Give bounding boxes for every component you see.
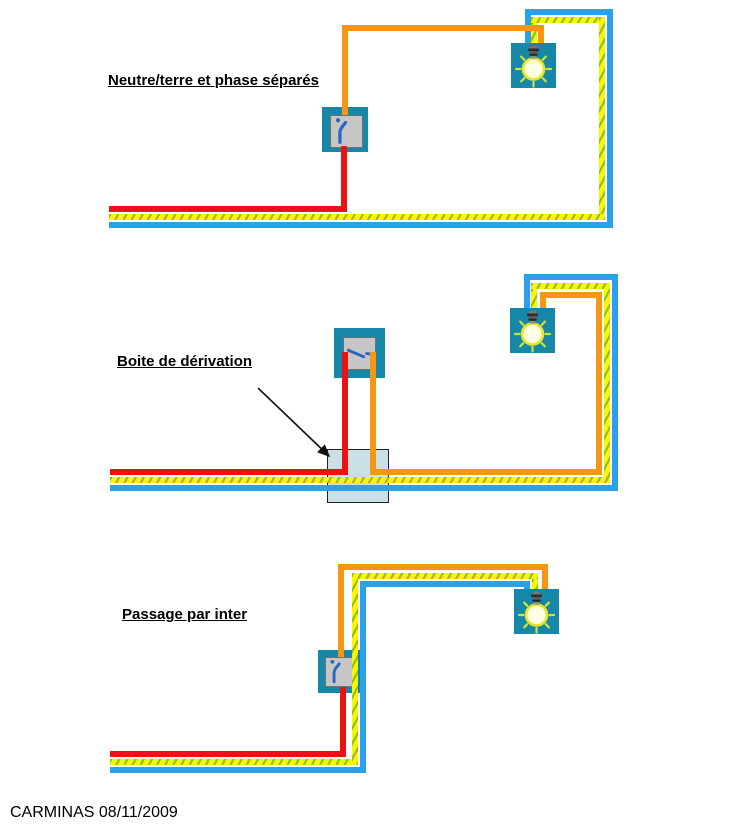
diagram1-title: Neutre/terre et phase séparés — [108, 72, 319, 89]
switched-phase-wire-segment — [370, 469, 602, 475]
earth-wire-segment — [532, 579, 538, 589]
earth-wire-segment — [352, 573, 358, 765]
phase-wire-segment — [341, 146, 347, 212]
bulb-screw-cap — [528, 45, 539, 59]
neutral-wire-segment — [524, 274, 618, 280]
switched-phase-wire-segment — [542, 570, 548, 589]
switched-phase-wire-segment — [338, 564, 548, 570]
lamp-device — [514, 589, 559, 634]
bulb-rays — [513, 320, 552, 353]
phase-wire-segment — [109, 206, 347, 212]
lamp-icon — [511, 43, 556, 88]
switched-phase-wire-segment — [596, 292, 602, 475]
bulb-screw-cap — [527, 310, 538, 324]
phase-wire-segment — [342, 352, 348, 475]
phase-wire-segment — [110, 751, 346, 757]
arrow-icon — [257, 387, 331, 458]
phase-wire-segment — [110, 469, 348, 475]
earth-wire-segment — [352, 573, 538, 579]
bulb-rays — [514, 55, 553, 88]
footer-credit: CARMINAS 08/11/2009 — [10, 804, 178, 821]
neutral-wire-segment — [524, 280, 530, 308]
earth-wire-segment — [599, 17, 605, 220]
neutral-wire-segment — [612, 274, 618, 491]
earth-wire-segment — [604, 283, 610, 483]
phase-wire-segment — [340, 687, 346, 757]
switch-device — [322, 107, 368, 152]
earth-wire-segment — [531, 289, 537, 308]
switched-phase-wire-segment — [338, 570, 344, 657]
lamp-device — [510, 308, 555, 353]
bulb-rays — [517, 601, 556, 634]
earth-wire-segment — [110, 759, 358, 765]
switched-phase-wire-segment — [342, 31, 348, 115]
neutral-wire-segment — [360, 581, 366, 773]
neutral-wire-segment — [110, 485, 618, 491]
neutral-wire-segment — [109, 222, 613, 228]
lamp-icon — [510, 308, 555, 353]
switch-icon — [330, 659, 341, 684]
junction-box — [327, 449, 389, 503]
earth-wire-segment — [110, 477, 610, 483]
switched-phase-wire-segment — [540, 298, 546, 308]
diagram3-title: Passage par inter — [122, 606, 248, 623]
neutral-wire-segment — [525, 9, 613, 15]
switch-panel — [325, 657, 355, 687]
switched-phase-wire-segment — [538, 31, 544, 43]
bulb-screw-cap — [531, 591, 542, 605]
diagram2-label: Boite de dérivation — [117, 353, 253, 370]
neutral-wire-segment — [360, 581, 530, 587]
switched-phase-wire-segment — [342, 25, 544, 31]
switched-phase-wire-segment — [540, 292, 602, 298]
neutral-wire-segment — [607, 9, 613, 228]
neutral-wire-segment — [524, 585, 530, 589]
earth-wire-segment — [109, 214, 605, 220]
lamp-device — [511, 43, 556, 88]
switch-panel — [330, 115, 363, 148]
lamp-icon — [514, 589, 559, 634]
earth-wire-segment — [531, 283, 610, 289]
neutral-wire-segment — [110, 767, 366, 773]
switch-icon — [335, 118, 348, 144]
switched-phase-wire-segment — [370, 352, 376, 475]
earth-wire-segment — [531, 23, 537, 43]
earth-wire-segment — [531, 17, 605, 23]
